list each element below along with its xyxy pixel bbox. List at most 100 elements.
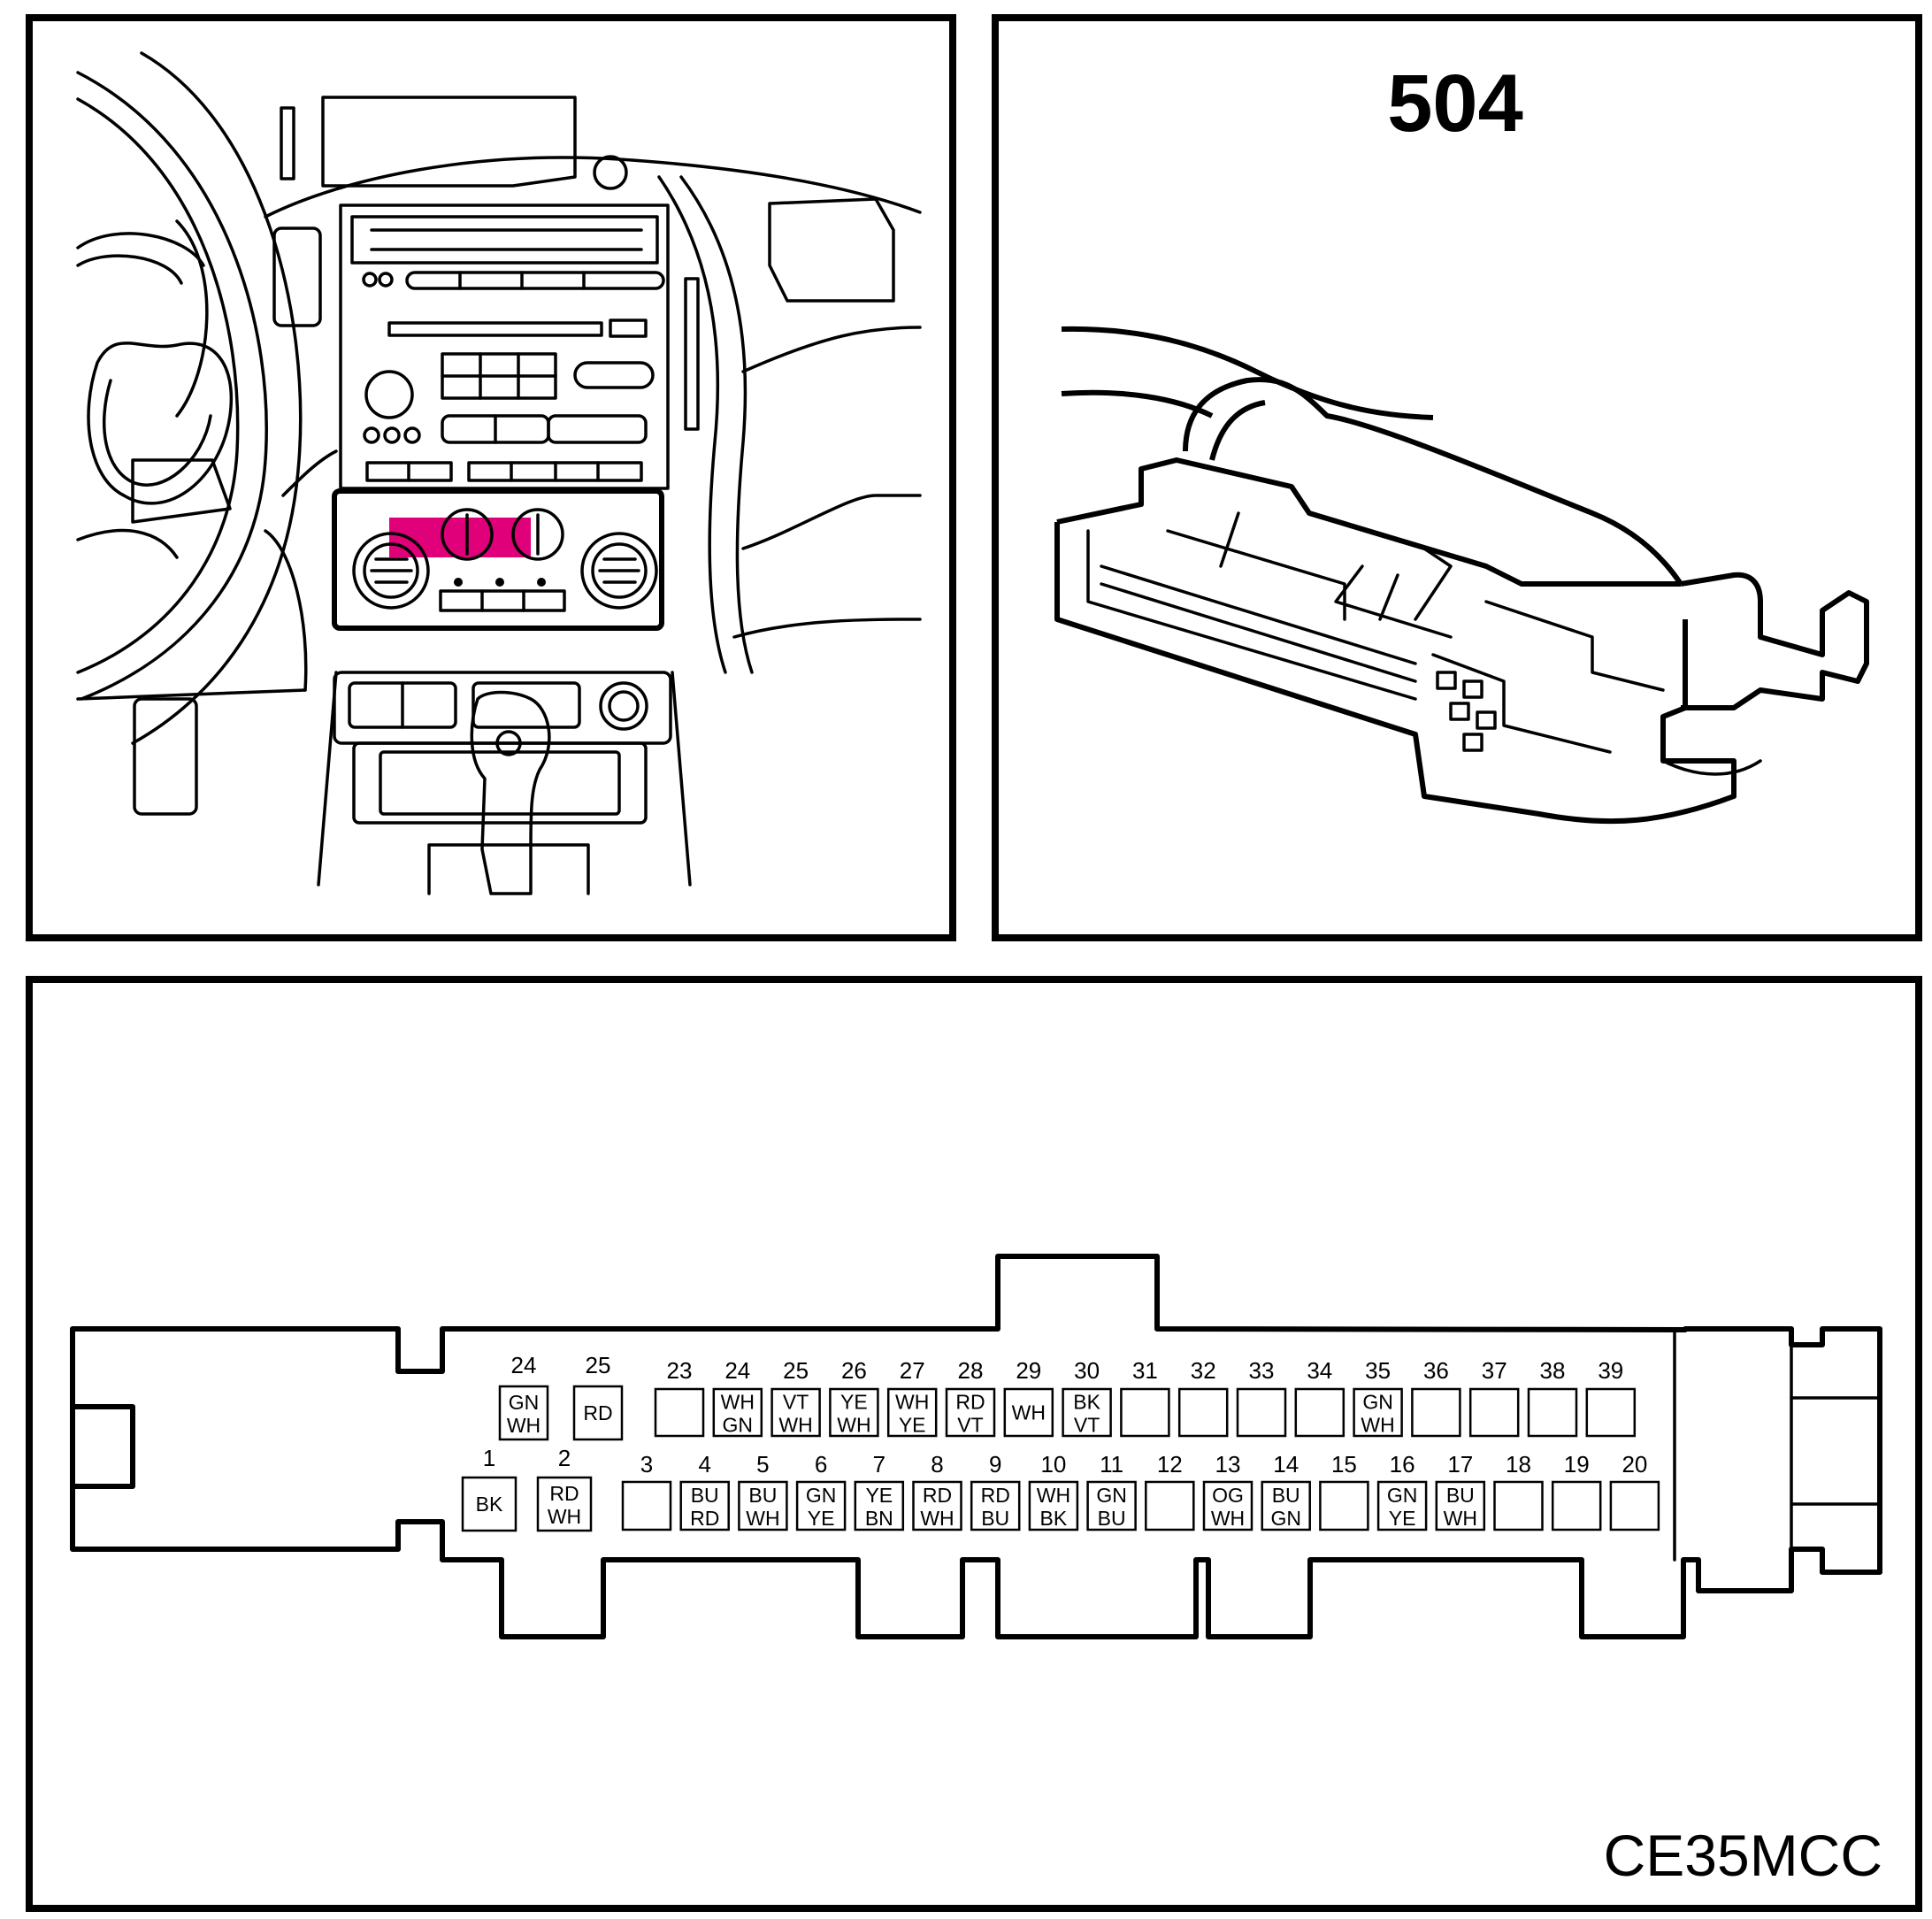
wire-color-code: WH bbox=[1012, 1401, 1046, 1424]
pin-number: 13 bbox=[1215, 1451, 1241, 1478]
pin-number: 7 bbox=[873, 1451, 886, 1478]
pin-number: 14 bbox=[1273, 1451, 1299, 1478]
panel-dashboard-frame bbox=[26, 14, 956, 941]
pin-number: 10 bbox=[1040, 1451, 1066, 1478]
wire-color-code: WH bbox=[837, 1414, 870, 1437]
pin-number: 23 bbox=[667, 1357, 693, 1384]
wire-color-code: BK bbox=[476, 1493, 503, 1516]
wire-color-code: WH bbox=[1361, 1414, 1394, 1437]
pin-cavity bbox=[1376, 1480, 1428, 1531]
pin-cavity bbox=[1585, 1387, 1637, 1438]
pin-cavity bbox=[654, 1387, 705, 1438]
dashboard-location-icon bbox=[76, 51, 922, 895]
pin-number: 33 bbox=[1249, 1357, 1275, 1384]
pin-number: 6 bbox=[815, 1451, 827, 1478]
lower-pin-15: 15 bbox=[1319, 1451, 1369, 1531]
pin-number: 8 bbox=[931, 1451, 943, 1478]
pin-cavity bbox=[1062, 1387, 1112, 1438]
wire-color-code: WH bbox=[1444, 1507, 1477, 1530]
wire-color-code: YE bbox=[899, 1414, 926, 1437]
wire-color-code: YE bbox=[840, 1391, 868, 1414]
panel-pinout-frame bbox=[26, 976, 1922, 1912]
wire-color-code: YE bbox=[1389, 1507, 1416, 1530]
pin-cavity bbox=[829, 1387, 879, 1438]
pin-cavity bbox=[854, 1480, 905, 1531]
lower-pin-3: 3 bbox=[621, 1451, 672, 1531]
pin-cavity bbox=[770, 1387, 821, 1438]
pin-number: 12 bbox=[1157, 1451, 1183, 1478]
wire-color-code: BK bbox=[1040, 1507, 1068, 1530]
pin-number: 17 bbox=[1447, 1451, 1473, 1478]
pin-number: 32 bbox=[1191, 1357, 1216, 1384]
wire-color-code: OG bbox=[1212, 1484, 1244, 1507]
wire-color-code: BU bbox=[691, 1484, 719, 1507]
wire-color-code: WH bbox=[778, 1414, 812, 1437]
wire-color-code: WH bbox=[721, 1391, 755, 1414]
pin-cavity bbox=[1177, 1387, 1229, 1438]
pin-number: 1 bbox=[483, 1445, 495, 1471]
pin-number: 11 bbox=[1100, 1451, 1123, 1478]
wire-color-code: BU bbox=[1098, 1507, 1126, 1530]
wire-color-code: WH bbox=[1037, 1484, 1070, 1507]
pin-cavity bbox=[1527, 1387, 1578, 1438]
climate-panel-outline bbox=[332, 488, 664, 631]
wire-color-code: GN bbox=[1096, 1484, 1127, 1507]
pin-number: 31 bbox=[1132, 1357, 1158, 1384]
wire-color-code: BN bbox=[865, 1507, 893, 1530]
connector-id: 504 bbox=[1387, 58, 1523, 149]
wire-color-code: WH bbox=[1211, 1507, 1245, 1530]
wire-color-code: GN bbox=[1362, 1391, 1393, 1414]
pin-cavity bbox=[1120, 1387, 1170, 1438]
pin-cavity bbox=[1236, 1387, 1287, 1438]
wire-color-code: YE bbox=[808, 1507, 835, 1530]
pin-number: 30 bbox=[1074, 1357, 1100, 1384]
wire-color-code: GN bbox=[806, 1484, 837, 1507]
lower-pin-1: 1BK bbox=[461, 1445, 518, 1532]
connector-face-outline bbox=[70, 1254, 1882, 1639]
pin-number: 3 bbox=[640, 1451, 653, 1478]
upper-pin-23: 23 bbox=[654, 1357, 705, 1438]
pin-cavity bbox=[461, 1476, 518, 1532]
pin-cavity bbox=[1028, 1480, 1079, 1531]
panel-connector-frame bbox=[992, 14, 1922, 941]
pin-number: 28 bbox=[958, 1357, 984, 1384]
wire-color-code: GN bbox=[723, 1414, 754, 1437]
pin-cavity bbox=[1319, 1480, 1369, 1531]
pin-number: 24 bbox=[511, 1352, 537, 1378]
pin-number: 5 bbox=[756, 1451, 769, 1478]
pin-cavity bbox=[970, 1480, 1021, 1531]
pin-number: 16 bbox=[1390, 1451, 1415, 1478]
wire-color-code: BK bbox=[1073, 1391, 1100, 1414]
pin-cavity bbox=[1261, 1480, 1311, 1531]
wire-color-code: BU bbox=[748, 1484, 777, 1507]
wire-color-code: RD bbox=[583, 1401, 612, 1424]
wire-color-code: GN bbox=[1387, 1484, 1418, 1507]
pin-number: 20 bbox=[1622, 1451, 1647, 1478]
pin-number: 39 bbox=[1598, 1357, 1623, 1384]
wire-color-code: BU bbox=[1446, 1484, 1475, 1507]
pin-number: 18 bbox=[1506, 1451, 1531, 1478]
pin-number: 24 bbox=[724, 1357, 750, 1384]
wire-color-code: WH bbox=[507, 1414, 540, 1437]
lower-pin-19: 19 bbox=[1551, 1451, 1602, 1531]
wire-color-code: VT bbox=[783, 1391, 809, 1414]
wire-color-code: RD bbox=[549, 1482, 579, 1505]
pin-cavity bbox=[572, 1385, 624, 1441]
